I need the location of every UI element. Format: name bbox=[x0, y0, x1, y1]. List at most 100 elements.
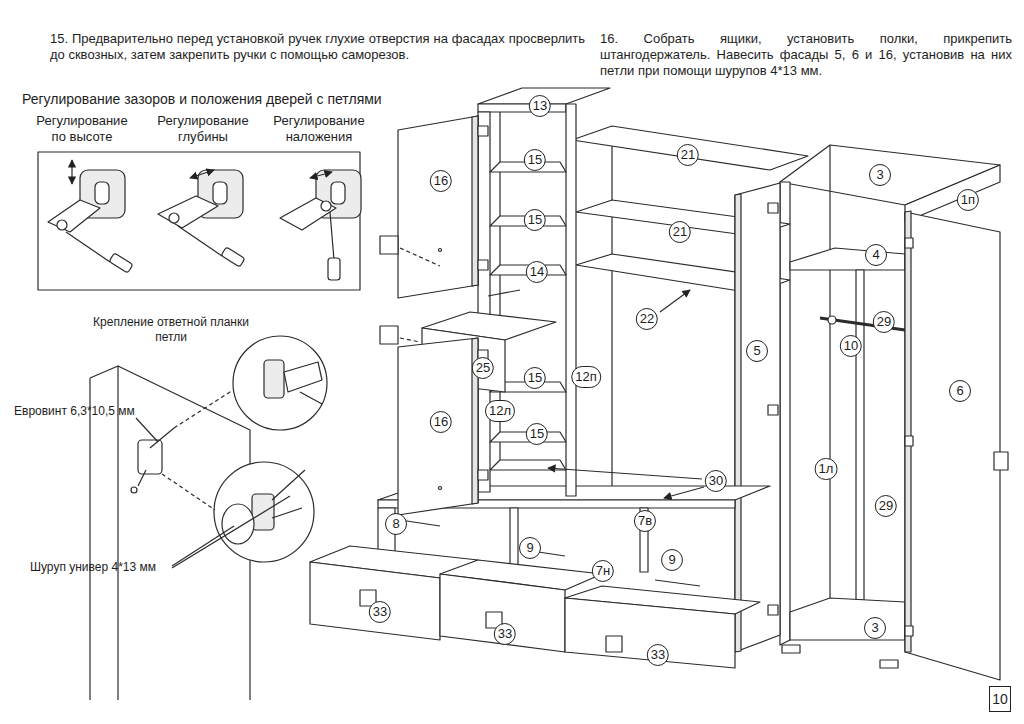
furniture-drawing bbox=[606, 636, 622, 652]
striker-plate-inset bbox=[136, 418, 158, 442]
callout-number: 14 bbox=[526, 261, 548, 283]
furniture-drawing bbox=[664, 487, 704, 498]
furniture-drawing bbox=[478, 112, 490, 492]
furniture-drawing bbox=[735, 194, 741, 652]
hinge-adjust-inset bbox=[38, 152, 361, 290]
hinge-adjust-inset bbox=[190, 170, 214, 178]
fastener-label: Шуруп универ 4*13 мм bbox=[30, 560, 180, 575]
callout-number: 5 bbox=[746, 340, 768, 362]
furniture-drawing bbox=[565, 598, 735, 668]
callout-number: 33 bbox=[494, 623, 516, 645]
furniture-drawing bbox=[310, 562, 440, 640]
callout-number: 9 bbox=[519, 537, 541, 559]
striker-plate-inset bbox=[300, 392, 322, 404]
hinge-adjust-inset bbox=[158, 196, 218, 228]
furniture-drawing bbox=[488, 290, 520, 296]
hinge-adjust-inset bbox=[328, 258, 340, 280]
furniture-drawing bbox=[782, 645, 800, 653]
furniture-drawing bbox=[398, 116, 478, 298]
callout-number: 1п bbox=[957, 189, 979, 211]
callout-number: 1л bbox=[815, 458, 838, 480]
furniture-drawing bbox=[400, 248, 440, 266]
striker-plate-inset bbox=[90, 336, 327, 700]
hinge-adjust-inset bbox=[95, 182, 109, 204]
callout-number: 21 bbox=[669, 221, 691, 243]
furniture-drawing bbox=[905, 626, 913, 636]
furniture-drawing bbox=[478, 126, 488, 136]
callout-number: 6 bbox=[949, 380, 971, 402]
striker-plate-inset bbox=[272, 470, 305, 518]
furniture-drawing bbox=[548, 468, 702, 479]
callout-number: 33 bbox=[647, 644, 669, 666]
furniture-drawing bbox=[905, 238, 913, 248]
callout-number: 3 bbox=[864, 617, 886, 639]
inset-heading: Регулирование наложения bbox=[260, 113, 378, 145]
furniture-drawing bbox=[478, 470, 488, 480]
hinge-adjust-inset bbox=[213, 182, 227, 204]
furniture-drawing bbox=[880, 660, 898, 668]
hinge-adjust-inset bbox=[57, 220, 67, 230]
furniture-drawing bbox=[905, 165, 1000, 222]
callout-number: 21 bbox=[677, 144, 699, 166]
striker-plate-inset bbox=[233, 336, 327, 430]
hinge-adjust-inset bbox=[48, 160, 133, 273]
hinge-adjust-inset bbox=[169, 213, 179, 223]
furniture-drawing bbox=[829, 145, 830, 600]
furniture-drawing bbox=[790, 248, 905, 270]
furniture-drawing bbox=[310, 88, 1008, 680]
callout-number: 3 bbox=[869, 164, 891, 186]
striker-plate-inset bbox=[222, 504, 254, 544]
furniture-drawing bbox=[572, 126, 808, 170]
callout-number: 29 bbox=[873, 311, 895, 333]
callout-number: 33 bbox=[369, 601, 391, 623]
furniture-drawing bbox=[478, 104, 566, 112]
furniture-drawing bbox=[905, 211, 911, 652]
callout-number: 12п bbox=[571, 366, 601, 388]
furniture-drawing bbox=[660, 290, 690, 312]
callout-number: 30 bbox=[705, 470, 727, 492]
hinge-adjust-inset bbox=[331, 182, 345, 204]
furniture-drawing bbox=[768, 405, 778, 415]
hinge-adjust-inset bbox=[109, 253, 133, 273]
furniture-drawing bbox=[380, 326, 398, 344]
callout-number: 25 bbox=[472, 357, 494, 379]
furniture-drawing bbox=[400, 338, 420, 342]
furniture-drawing bbox=[472, 116, 478, 286]
furniture-drawing bbox=[994, 452, 1008, 470]
hinge-adjust-inset bbox=[48, 200, 100, 232]
hinge-adjust-inset bbox=[330, 212, 334, 260]
callout-number: 16 bbox=[430, 170, 452, 192]
callout-number: 10 bbox=[840, 335, 862, 357]
callout-number: 15 bbox=[524, 209, 546, 231]
furniture-drawing bbox=[790, 598, 905, 640]
furniture-drawing bbox=[439, 487, 442, 490]
furniture-drawing bbox=[478, 260, 488, 270]
inset-heading: Крепление ответной планки петли bbox=[86, 315, 256, 344]
striker-plate-inset bbox=[138, 440, 162, 474]
hinge-adjust-inset bbox=[280, 198, 336, 230]
callout-number: 13 bbox=[529, 95, 551, 117]
callout-number: 15 bbox=[524, 149, 546, 171]
furniture-drawing bbox=[398, 338, 478, 515]
fastener-label: Евровинт 6,3*10,5 мм bbox=[14, 404, 144, 419]
furniture-drawing bbox=[780, 182, 790, 645]
furniture-drawing bbox=[611, 126, 612, 486]
page-number: 10 bbox=[989, 686, 1011, 712]
callout-number: 4 bbox=[865, 244, 887, 266]
section-heading: Регулирование зазоров и положения дверей… bbox=[22, 91, 422, 108]
hinge-adjust-inset bbox=[321, 201, 331, 211]
furniture-drawing bbox=[856, 270, 864, 600]
striker-plate-inset bbox=[284, 362, 322, 392]
striker-plate-inset bbox=[138, 428, 174, 486]
callout-number: 22 bbox=[636, 308, 658, 330]
furniture-drawing bbox=[566, 104, 576, 496]
callout-number: 12л bbox=[485, 400, 515, 422]
callout-number: 15 bbox=[524, 367, 546, 389]
furniture-drawing bbox=[768, 203, 778, 213]
hinge-adjust-inset bbox=[71, 160, 72, 184]
furniture-drawing bbox=[439, 249, 442, 252]
striker-plate-inset bbox=[264, 360, 284, 398]
hinge-adjust-inset bbox=[310, 172, 332, 178]
striker-plate-inset bbox=[131, 487, 137, 493]
